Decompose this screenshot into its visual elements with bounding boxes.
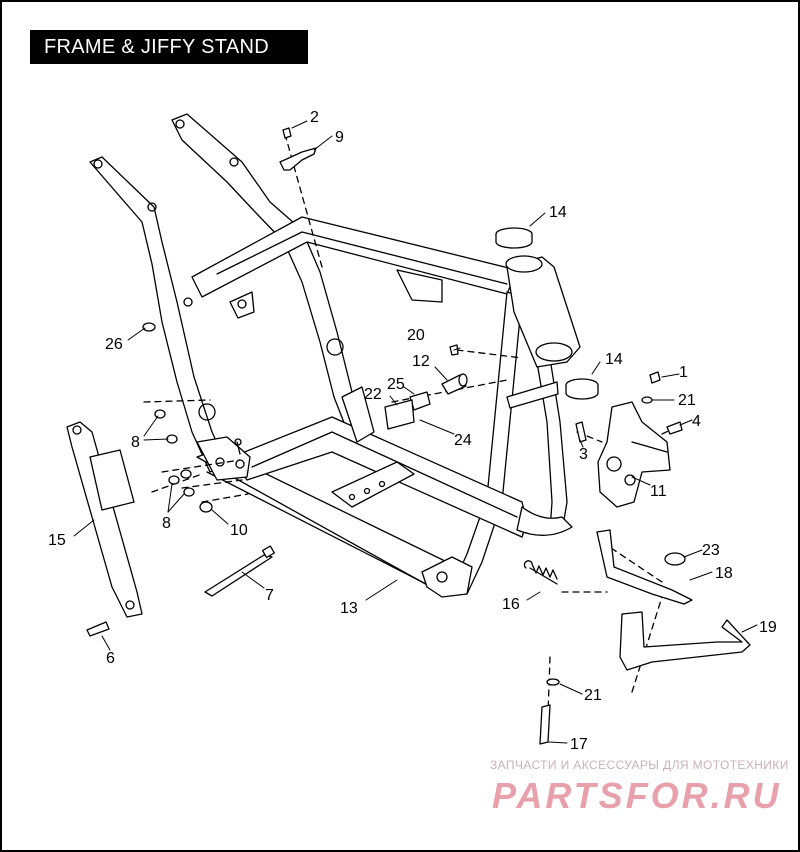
callout-18: 18 (715, 565, 733, 582)
callout-7: 7 (265, 587, 274, 604)
callout-10: 10 (230, 522, 248, 539)
watermark-brand: PARTSFOR.RU (492, 775, 782, 816)
part-23-pad (664, 552, 686, 566)
watermark-tagline: ЗАПЧАСТИ И АКСЕССУАРЫ ДЛЯ МОТОТЕХНИКИ (490, 758, 789, 772)
part-3-screw (575, 421, 587, 443)
part-26-plug (142, 322, 156, 332)
part-21-washer-upper (641, 396, 653, 404)
callout-14-lower: 14 (605, 351, 623, 368)
title-banner: FRAME & JIFFY STAND (30, 30, 308, 64)
part-7-strap (204, 554, 273, 597)
callout-11: 11 (650, 483, 667, 500)
part-14-bearing-lower (565, 378, 599, 400)
part-17-pin (539, 704, 551, 745)
part-21-washer-lower (546, 678, 560, 686)
part-4-bolt (666, 421, 683, 435)
callout-21-upper: 21 (678, 392, 696, 409)
callout-1: 1 (679, 364, 688, 381)
small-parts (66, 127, 751, 745)
callout-21-lower: 21 (584, 687, 602, 704)
callout-labels: 2 9 14 26 20 14 12 1 25 22 21 4 8 24 3 1… (48, 109, 777, 753)
callout-14-upper: 14 (549, 204, 567, 221)
callout-8-lower: 8 (162, 515, 171, 532)
callout-19: 19 (759, 619, 777, 636)
watermark: ЗАПЧАСТИ И АКСЕССУАРЫ ДЛЯ МОТОТЕХНИКИ PA… (490, 758, 789, 816)
callout-26: 26 (105, 336, 123, 353)
callout-22: 22 (364, 386, 382, 403)
part-11-stand-bracket (597, 401, 671, 508)
callout-2: 2 (310, 109, 319, 126)
callout-12: 12 (412, 353, 430, 370)
callout-17: 17 (570, 736, 588, 753)
part-8-plug-a (154, 409, 166, 419)
part-18-lever (596, 529, 693, 605)
part-22-bracket (384, 399, 415, 430)
part-2-screw (282, 127, 292, 139)
part-6-bolt (86, 621, 110, 637)
callout-9: 9 (335, 129, 344, 146)
part-19-stand-leg (619, 611, 751, 671)
part-16-spring (523, 560, 558, 585)
callout-3: 3 (579, 446, 588, 463)
callout-15: 15 (48, 532, 66, 549)
page-title: FRAME & JIFFY STAND (44, 36, 269, 58)
part-8-plug-c (168, 475, 180, 485)
part-9-clip (279, 147, 317, 171)
callout-8-upper: 8 (131, 434, 140, 451)
callout-25: 25 (387, 376, 405, 393)
part-8-plug-d (183, 487, 195, 497)
part-10-plug (199, 501, 213, 513)
frame-13 (89, 113, 581, 598)
callout-23: 23 (702, 542, 720, 559)
callout-6: 6 (106, 650, 115, 667)
part-1-screw (649, 371, 661, 384)
callout-20: 20 (407, 327, 425, 344)
callout-13: 13 (340, 600, 358, 617)
part-15-side-bracket (66, 421, 143, 618)
leader-lines (73, 120, 758, 744)
callout-16: 16 (502, 596, 520, 613)
callout-4: 4 (692, 413, 701, 430)
part-12-bushing (441, 373, 468, 395)
part-14-bearing-upper (495, 227, 533, 249)
callout-24: 24 (454, 432, 472, 449)
